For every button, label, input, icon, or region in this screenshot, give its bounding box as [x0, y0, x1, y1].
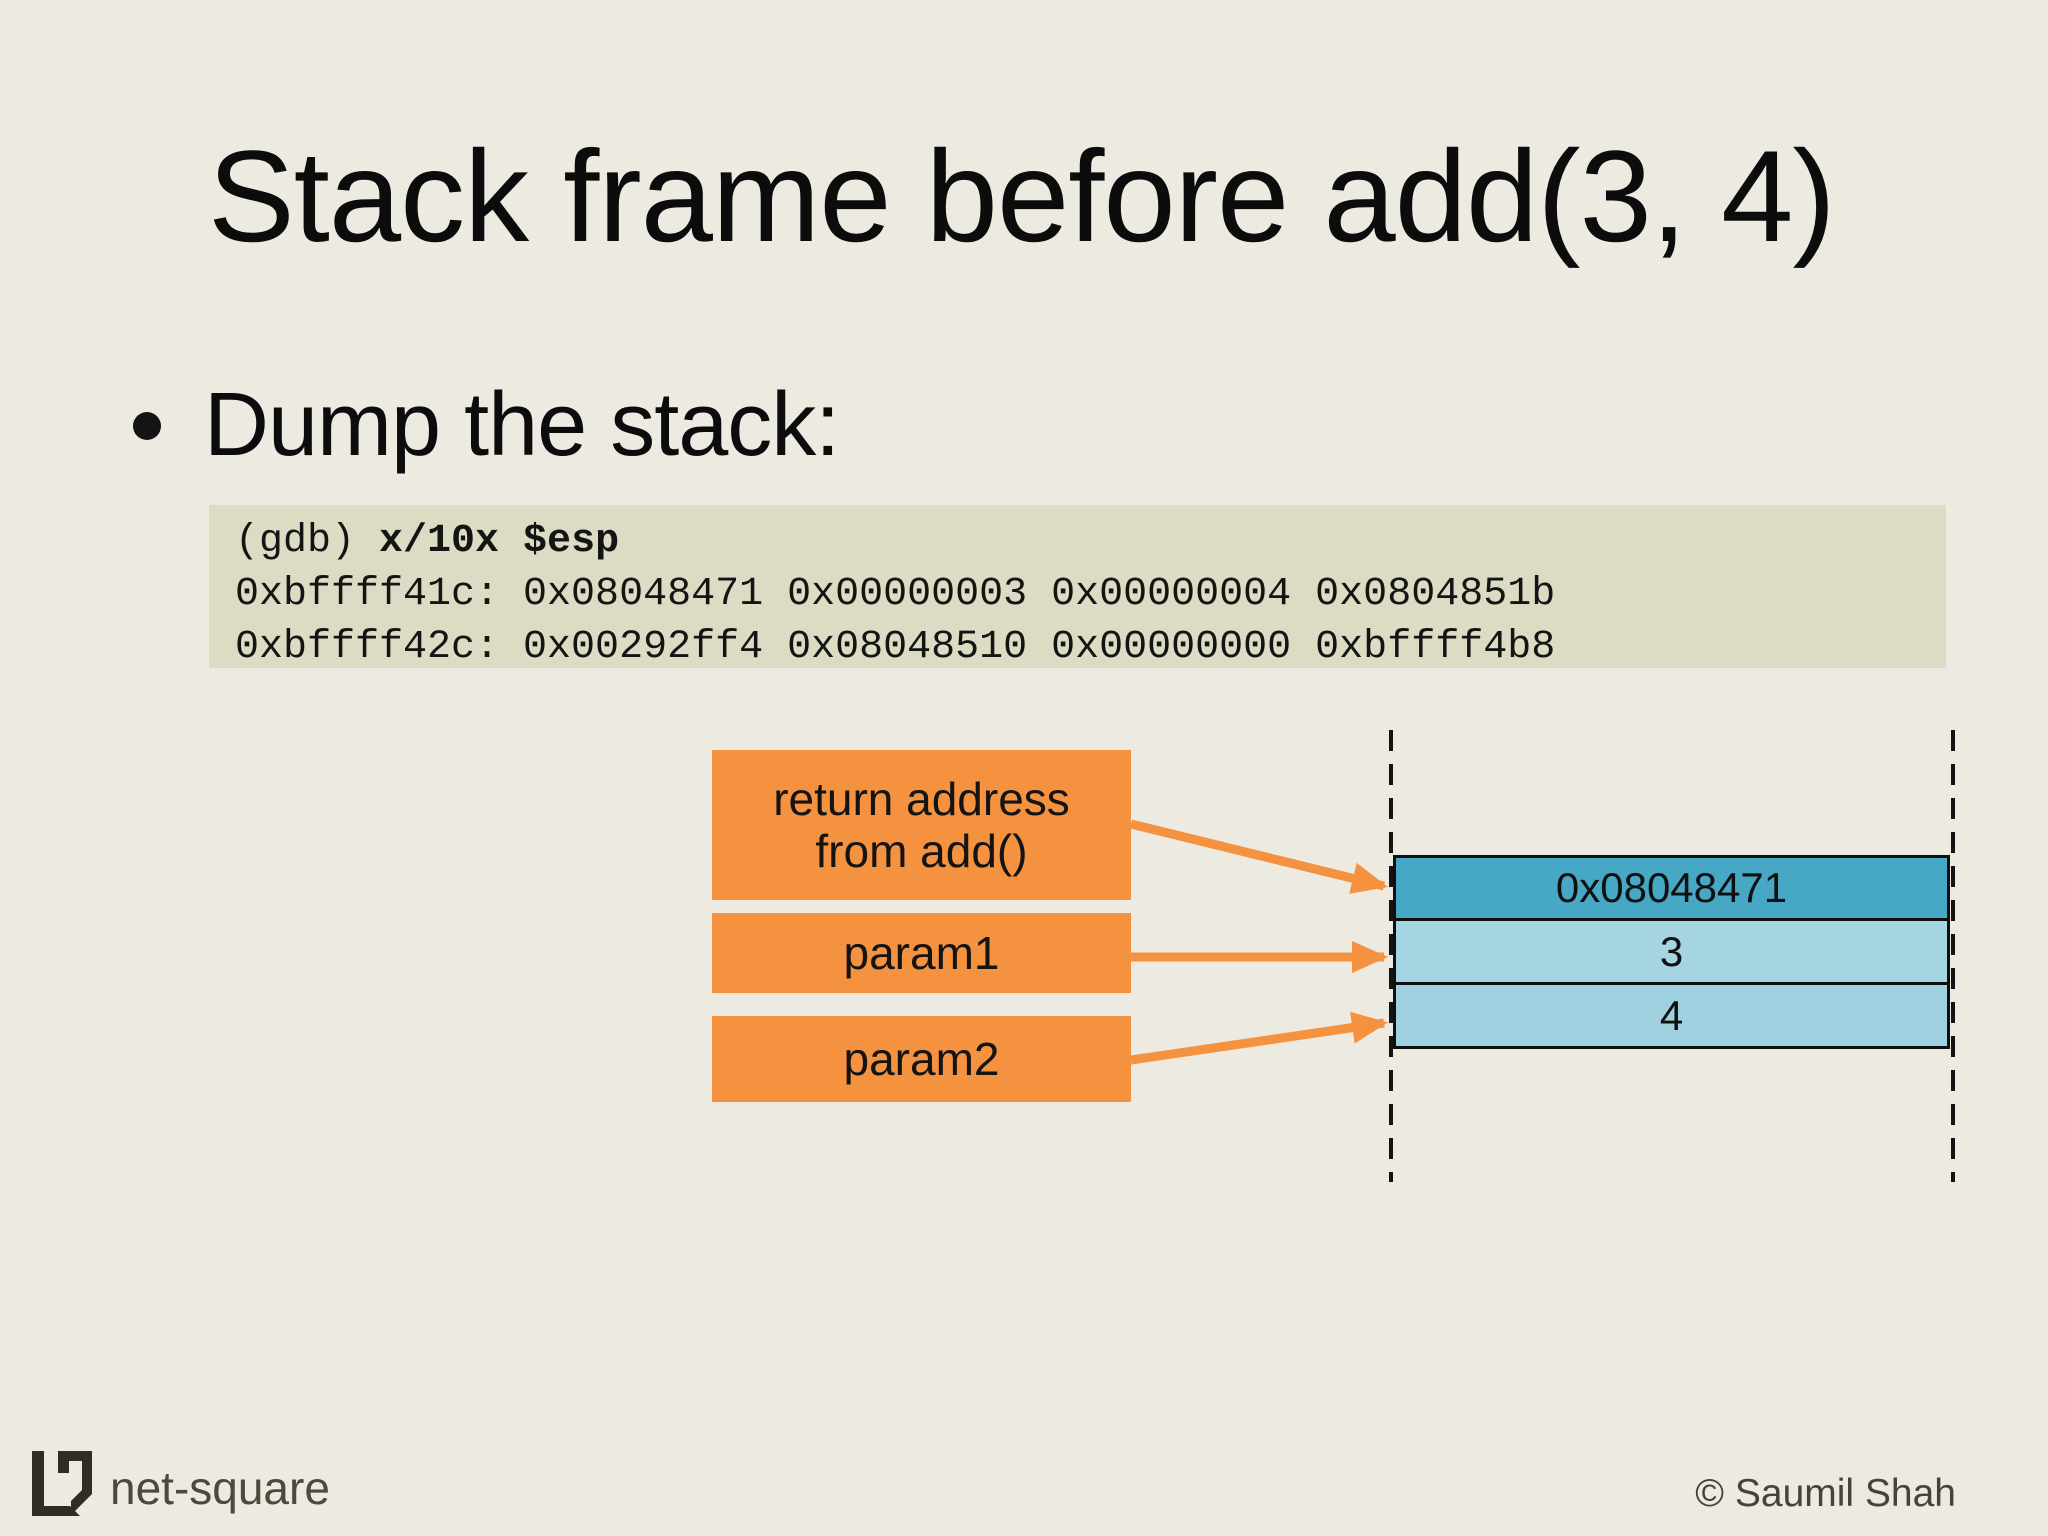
label-box-line: param2: [843, 1033, 1000, 1085]
gdb-line-2: 0xbffff41c: 0x08048471 0x00000003 0x0000…: [235, 572, 1556, 617]
gdb-prompt: (gdb): [235, 519, 380, 564]
label-box-param1: param1: [712, 913, 1131, 993]
slide-title: Stack frame before add(3, 4): [208, 123, 1836, 269]
label-box-line: param1: [843, 927, 1000, 979]
label-box-line: return address: [773, 773, 1070, 825]
net-square-logo-icon: [32, 1451, 92, 1516]
label-box-line: from add(): [815, 825, 1028, 877]
gdb-line-3: 0xbffff42c: 0x00292ff4 0x08048510 0x0000…: [235, 625, 1556, 670]
stack-table: 0x08048471 3 4: [1393, 855, 1950, 1049]
stack-cell-param1: 3: [1396, 921, 1947, 985]
label-box-param2: param2: [712, 1016, 1131, 1102]
arrow-return-address: [1129, 819, 1388, 894]
gdb-command: x/10x $esp: [379, 519, 620, 564]
footer-brand: net-square: [110, 1462, 330, 1514]
gdb-code-block: (gdb) x/10x $esp 0xbffff41c: 0x08048471 …: [209, 505, 1946, 670]
arrow-param2: [1130, 1011, 1388, 1065]
label-box-return-address: return address from add(): [712, 750, 1131, 900]
footer-copyright: © Saumil Shah: [1695, 1472, 1956, 1515]
bullet-icon: [133, 412, 161, 440]
stack-cell-param2: 4: [1396, 985, 1947, 1046]
stack-cell-return-address: 0x08048471: [1396, 858, 1947, 921]
gdb-output: (gdb) x/10x $esp 0xbffff41c: 0x08048471 …: [209, 505, 1946, 674]
bullet-text: Dump the stack:: [204, 375, 840, 475]
